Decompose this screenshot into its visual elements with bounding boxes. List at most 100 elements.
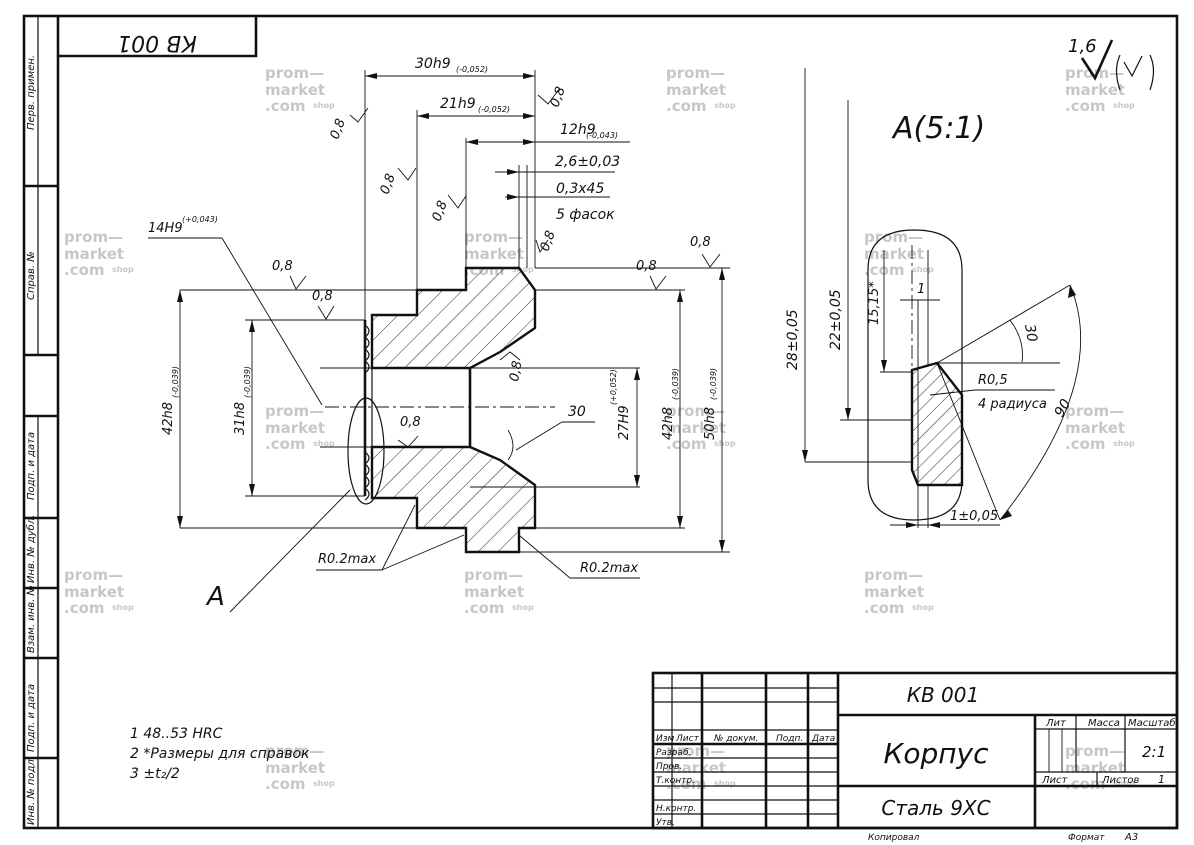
svg-text:market: market — [64, 245, 124, 263]
mirrored-code: КВ 001 — [117, 30, 197, 55]
svg-text:shop: shop — [912, 603, 934, 612]
svg-text:prom—: prom— — [864, 566, 923, 584]
roughness-mark: 0,8 — [538, 229, 559, 254]
outer-frame — [22, 14, 1179, 830]
side-stamp: Перв. примен. Справ. № Подп. и дата Инв.… — [24, 16, 58, 828]
stamp-label: Подп. и дата — [26, 684, 37, 752]
det-dim-30: 30 — [1021, 323, 1040, 343]
svg-text:prom—: prom— — [265, 402, 324, 420]
detail-view: A(5:1) 28±0,05 22±0,05 15,15* 1 30 — [785, 68, 1082, 528]
dim-31h8-tol: (-0,039) — [243, 366, 252, 398]
svg-text:prom—: prom— — [666, 64, 725, 82]
stamp-label: Инв. № подл. — [26, 756, 37, 825]
watermark: prom— market .com shop — [265, 64, 335, 115]
roughness-mark: 0,8 — [328, 117, 349, 142]
lit-label: Лит — [1045, 718, 1067, 729]
svg-text:shop: shop — [1113, 439, 1135, 448]
watermark: prom— market .com shop — [64, 228, 134, 279]
stamp-label: Взам. инв. № — [26, 585, 37, 653]
dim-42h8-left-tol: (-0,039) — [171, 366, 180, 398]
svg-text:shop: shop — [714, 439, 736, 448]
svg-text:.com: .com — [666, 775, 707, 793]
dim-2-6: 2,6±0,03 — [555, 154, 620, 170]
format-label: Формат — [1068, 833, 1105, 843]
dim-14H9-tol: (+0,043) — [182, 215, 218, 224]
dim-14H9: 14H9 — [148, 221, 183, 236]
row-label: Подп. — [776, 734, 803, 744]
svg-text:shop: shop — [912, 265, 934, 274]
dim-chamfer: 0,3x45 — [556, 181, 604, 197]
svg-text:prom—: prom— — [666, 402, 725, 420]
watermark: prom— market .com shop — [864, 228, 934, 279]
roughness-mark: 0,8 — [690, 235, 711, 250]
det-dim-90: 90 — [1052, 396, 1075, 420]
svg-text:.com: .com — [1065, 435, 1106, 453]
mass-label: Масса — [1088, 718, 1120, 729]
det-dim-15: 15,15* — [867, 281, 882, 325]
svg-text:prom—: prom— — [64, 228, 123, 246]
roughness-mark: 0,8 — [636, 259, 657, 274]
svg-text:prom—: prom— — [265, 64, 324, 82]
svg-text:prom—: prom— — [1065, 402, 1124, 420]
svg-text:.com: .com — [1065, 97, 1106, 115]
stamp-label: Перв. примен. — [26, 55, 37, 130]
watermark: prom— market .com shop — [666, 64, 736, 115]
dim-31h8: 31h8 — [233, 402, 248, 435]
detail-view-title: A(5:1) — [891, 111, 985, 146]
row-label: Н.контр. — [656, 804, 696, 814]
dim-21h9-tol: (-0,052) — [478, 105, 510, 114]
svg-text:shop: shop — [1113, 779, 1135, 788]
dim-angle-30: 30 — [568, 404, 586, 420]
svg-text:.com: .com — [864, 599, 905, 617]
row-label: Разраб. — [656, 748, 691, 758]
svg-text:prom—: prom— — [666, 742, 725, 760]
svg-text:market: market — [64, 583, 124, 601]
title-block: КВ 001 Корпус Сталь 9ХС Лит Масса Масшта… — [651, 671, 1179, 843]
svg-text:shop: shop — [313, 101, 335, 110]
dim-30h9-tol: (-0,052) — [456, 65, 488, 74]
svg-text:prom—: prom— — [464, 228, 523, 246]
row-label: № докум. — [713, 734, 758, 744]
row-label: Дата — [811, 734, 835, 744]
svg-text:prom—: prom— — [864, 228, 923, 246]
svg-text:market: market — [464, 583, 524, 601]
svg-text:market: market — [265, 759, 325, 777]
note-3: 3 ±t₂/2 — [130, 766, 180, 782]
svg-text:.com: .com — [265, 435, 306, 453]
svg-text:shop: shop — [512, 603, 534, 612]
sheets-label: Листов — [1101, 775, 1139, 786]
det-dim-r05: R0,5 — [978, 373, 1008, 388]
dim-27H9: 27H9 — [617, 405, 632, 440]
svg-text:shop: shop — [714, 101, 736, 110]
svg-text:.com: .com — [666, 435, 707, 453]
watermark: prom— market .com shop — [265, 402, 335, 453]
technical-notes: 1 48..53 HRC 2 *Размеры для справок 3 ±t… — [130, 726, 310, 782]
dim-chamfer-count: 5 фасок — [556, 207, 615, 223]
roughness-mark: 0,8 — [312, 289, 333, 304]
svg-text:market: market — [265, 81, 325, 99]
svg-text:prom—: prom— — [464, 566, 523, 584]
copied-label: Копировал — [868, 833, 920, 843]
stamp-label: Инв. № дубл. — [25, 515, 37, 583]
mirrored-code-box: КВ 001 — [58, 16, 258, 58]
svg-text:.com: .com — [1065, 775, 1106, 793]
dim-42h8-left: 42h8 — [161, 402, 176, 435]
svg-text:shop: shop — [714, 779, 736, 788]
main-section-view: A — [180, 70, 730, 613]
svg-text:prom—: prom— — [265, 742, 324, 760]
svg-text:.com: .com — [265, 97, 306, 115]
note-2: 2 *Размеры для справок — [130, 746, 310, 762]
roughness-mark: 0,8 — [548, 85, 569, 110]
svg-text:market: market — [1065, 81, 1125, 99]
row-label: Изм — [656, 734, 675, 744]
stamp-label: Справ. № — [26, 251, 37, 300]
svg-text:shop: shop — [512, 265, 534, 274]
svg-text:market: market — [666, 81, 726, 99]
watermark-group: prom— market .com shop prom— market .com… — [64, 64, 1135, 793]
det-dim-28: 28±0,05 — [785, 309, 801, 370]
svg-text:shop: shop — [313, 779, 335, 788]
dim-12h9-tol: (-0,043) — [586, 131, 618, 140]
svg-text:market: market — [864, 583, 924, 601]
svg-text:.com: .com — [64, 261, 105, 279]
